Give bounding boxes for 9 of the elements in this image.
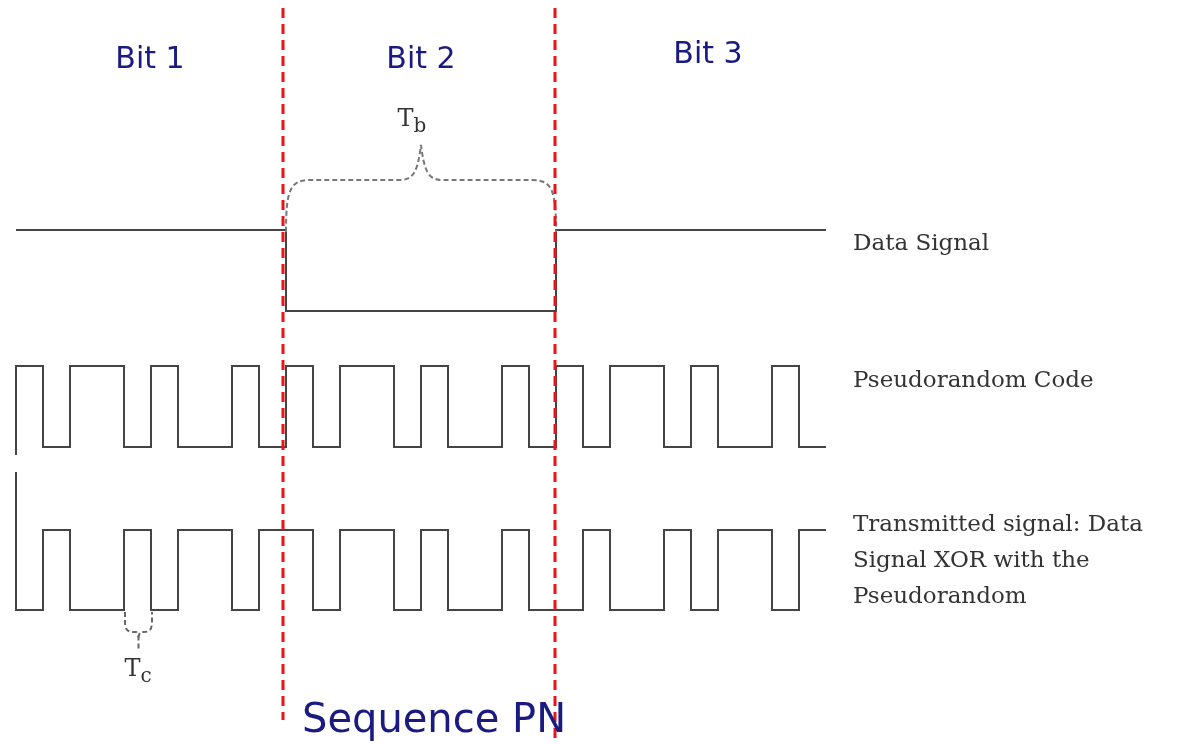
signal-label: Data Signal bbox=[853, 229, 990, 257]
signal-label: Transmitted signal: Data Signal XOR with the Pseudorandom bbox=[853, 509, 1144, 610]
sequence-label: Sequence PN bbox=[302, 694, 567, 742]
bit-label: Bit 1 bbox=[115, 40, 185, 76]
signal-label: Pseudorandom Code bbox=[853, 366, 1094, 394]
bit-period-label: T$_{b}$ bbox=[397, 103, 427, 137]
bit-label: Bit 3 bbox=[673, 35, 743, 71]
bit-label: Bit 2 bbox=[386, 40, 456, 76]
chip-period-label: T$_{c}$ bbox=[124, 653, 152, 687]
